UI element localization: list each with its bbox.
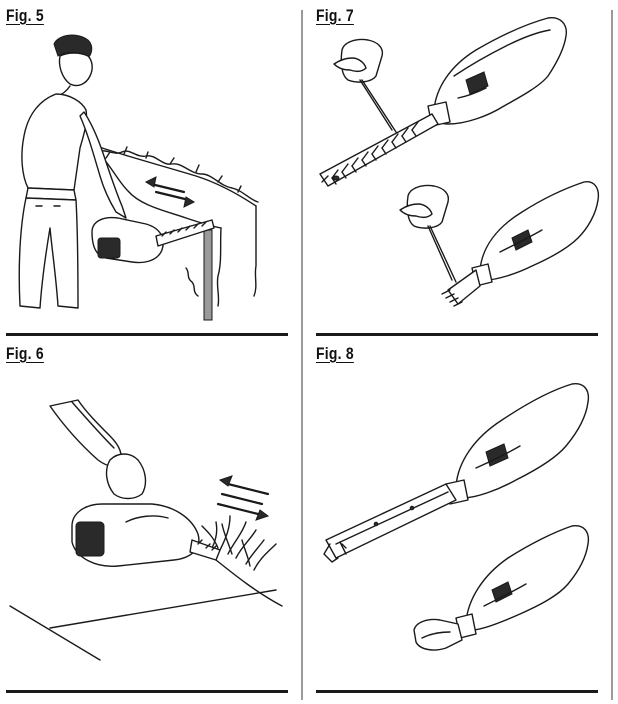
fig8-illustration bbox=[323, 383, 590, 651]
hedge-trimmer-blade-top bbox=[319, 113, 439, 187]
fig5-illustration bbox=[18, 34, 259, 321]
short-blade-guard-drawing bbox=[413, 618, 463, 651]
fig7-illustration bbox=[319, 17, 600, 307]
fig7-bottom-rule bbox=[316, 333, 598, 336]
fig6-illustration bbox=[9, 399, 283, 661]
grass-shear-drawing bbox=[71, 503, 221, 567]
fig7-panel: Fig. 7 bbox=[316, 6, 606, 331]
arm-drawing bbox=[49, 399, 147, 500]
grass-tufts-drawing bbox=[201, 515, 277, 571]
fig7-label: Fig. 7 bbox=[316, 6, 354, 25]
oil-bottle-top bbox=[333, 38, 397, 133]
fig5-panel: Fig. 5 bbox=[6, 6, 290, 331]
fig6-panel: Fig. 6 bbox=[6, 344, 290, 688]
person-figure bbox=[18, 34, 127, 309]
hedge-trimmer-body-top bbox=[427, 17, 567, 127]
lawn-edge-drawing bbox=[9, 559, 283, 661]
grass-shear-body bbox=[471, 181, 600, 287]
blade-guard-drawing bbox=[323, 483, 457, 563]
fig8-bottom-rule bbox=[316, 690, 598, 693]
hedge-trimmer-body bbox=[445, 383, 590, 505]
grass-shear-body bbox=[455, 525, 590, 639]
right-edge-divider bbox=[611, 10, 613, 700]
fig5-label: Fig. 5 bbox=[6, 6, 44, 25]
fig6-label: Fig. 6 bbox=[6, 344, 44, 363]
fig5-bottom-rule bbox=[6, 333, 288, 336]
fig6-bottom-rule bbox=[6, 690, 288, 693]
motion-arrows-icon bbox=[144, 176, 196, 208]
grass-shear-blade bbox=[441, 269, 481, 307]
fig8-label: Fig. 8 bbox=[316, 344, 354, 363]
fig8-panel: Fig. 8 bbox=[316, 344, 606, 688]
oil-bottle-bottom bbox=[399, 184, 457, 283]
column-divider bbox=[301, 10, 303, 700]
motion-arrows-icon bbox=[216, 475, 270, 521]
hedge-trimmer-drawing bbox=[91, 216, 215, 264]
